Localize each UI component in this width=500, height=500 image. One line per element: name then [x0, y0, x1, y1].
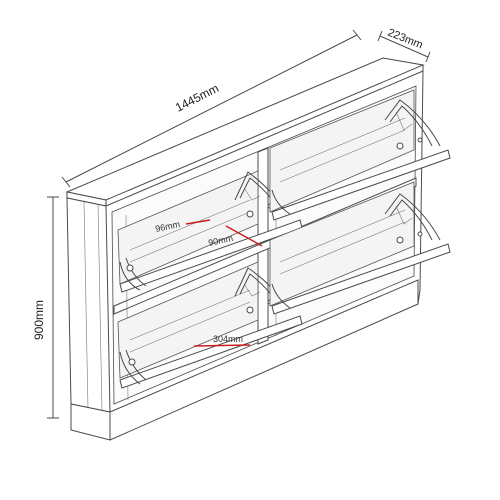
height-label: 900mm [32, 300, 46, 340]
shelf-depth-measure-line [185, 219, 211, 225]
door-width-label: 304mm [213, 334, 243, 344]
left-side-panel [66, 197, 111, 413]
door-width-measure-line [193, 344, 251, 347]
shelf-gap-measure-line [225, 225, 263, 247]
door-upper-right [271, 149, 451, 221]
compartment-upper-right [269, 89, 451, 221]
compartment-lower-right [269, 181, 451, 315]
depth-label: 223mm [386, 27, 425, 52]
depth-dimension: 223mm [377, 27, 431, 63]
door-width-annotation: 304mm [193, 334, 251, 347]
compartment-lower-left [117, 261, 303, 389]
height-dimension: 900mm [32, 196, 59, 419]
door-lower-right [271, 243, 451, 315]
width-label: 1445mm [173, 81, 221, 115]
door-lower-left [119, 315, 303, 389]
